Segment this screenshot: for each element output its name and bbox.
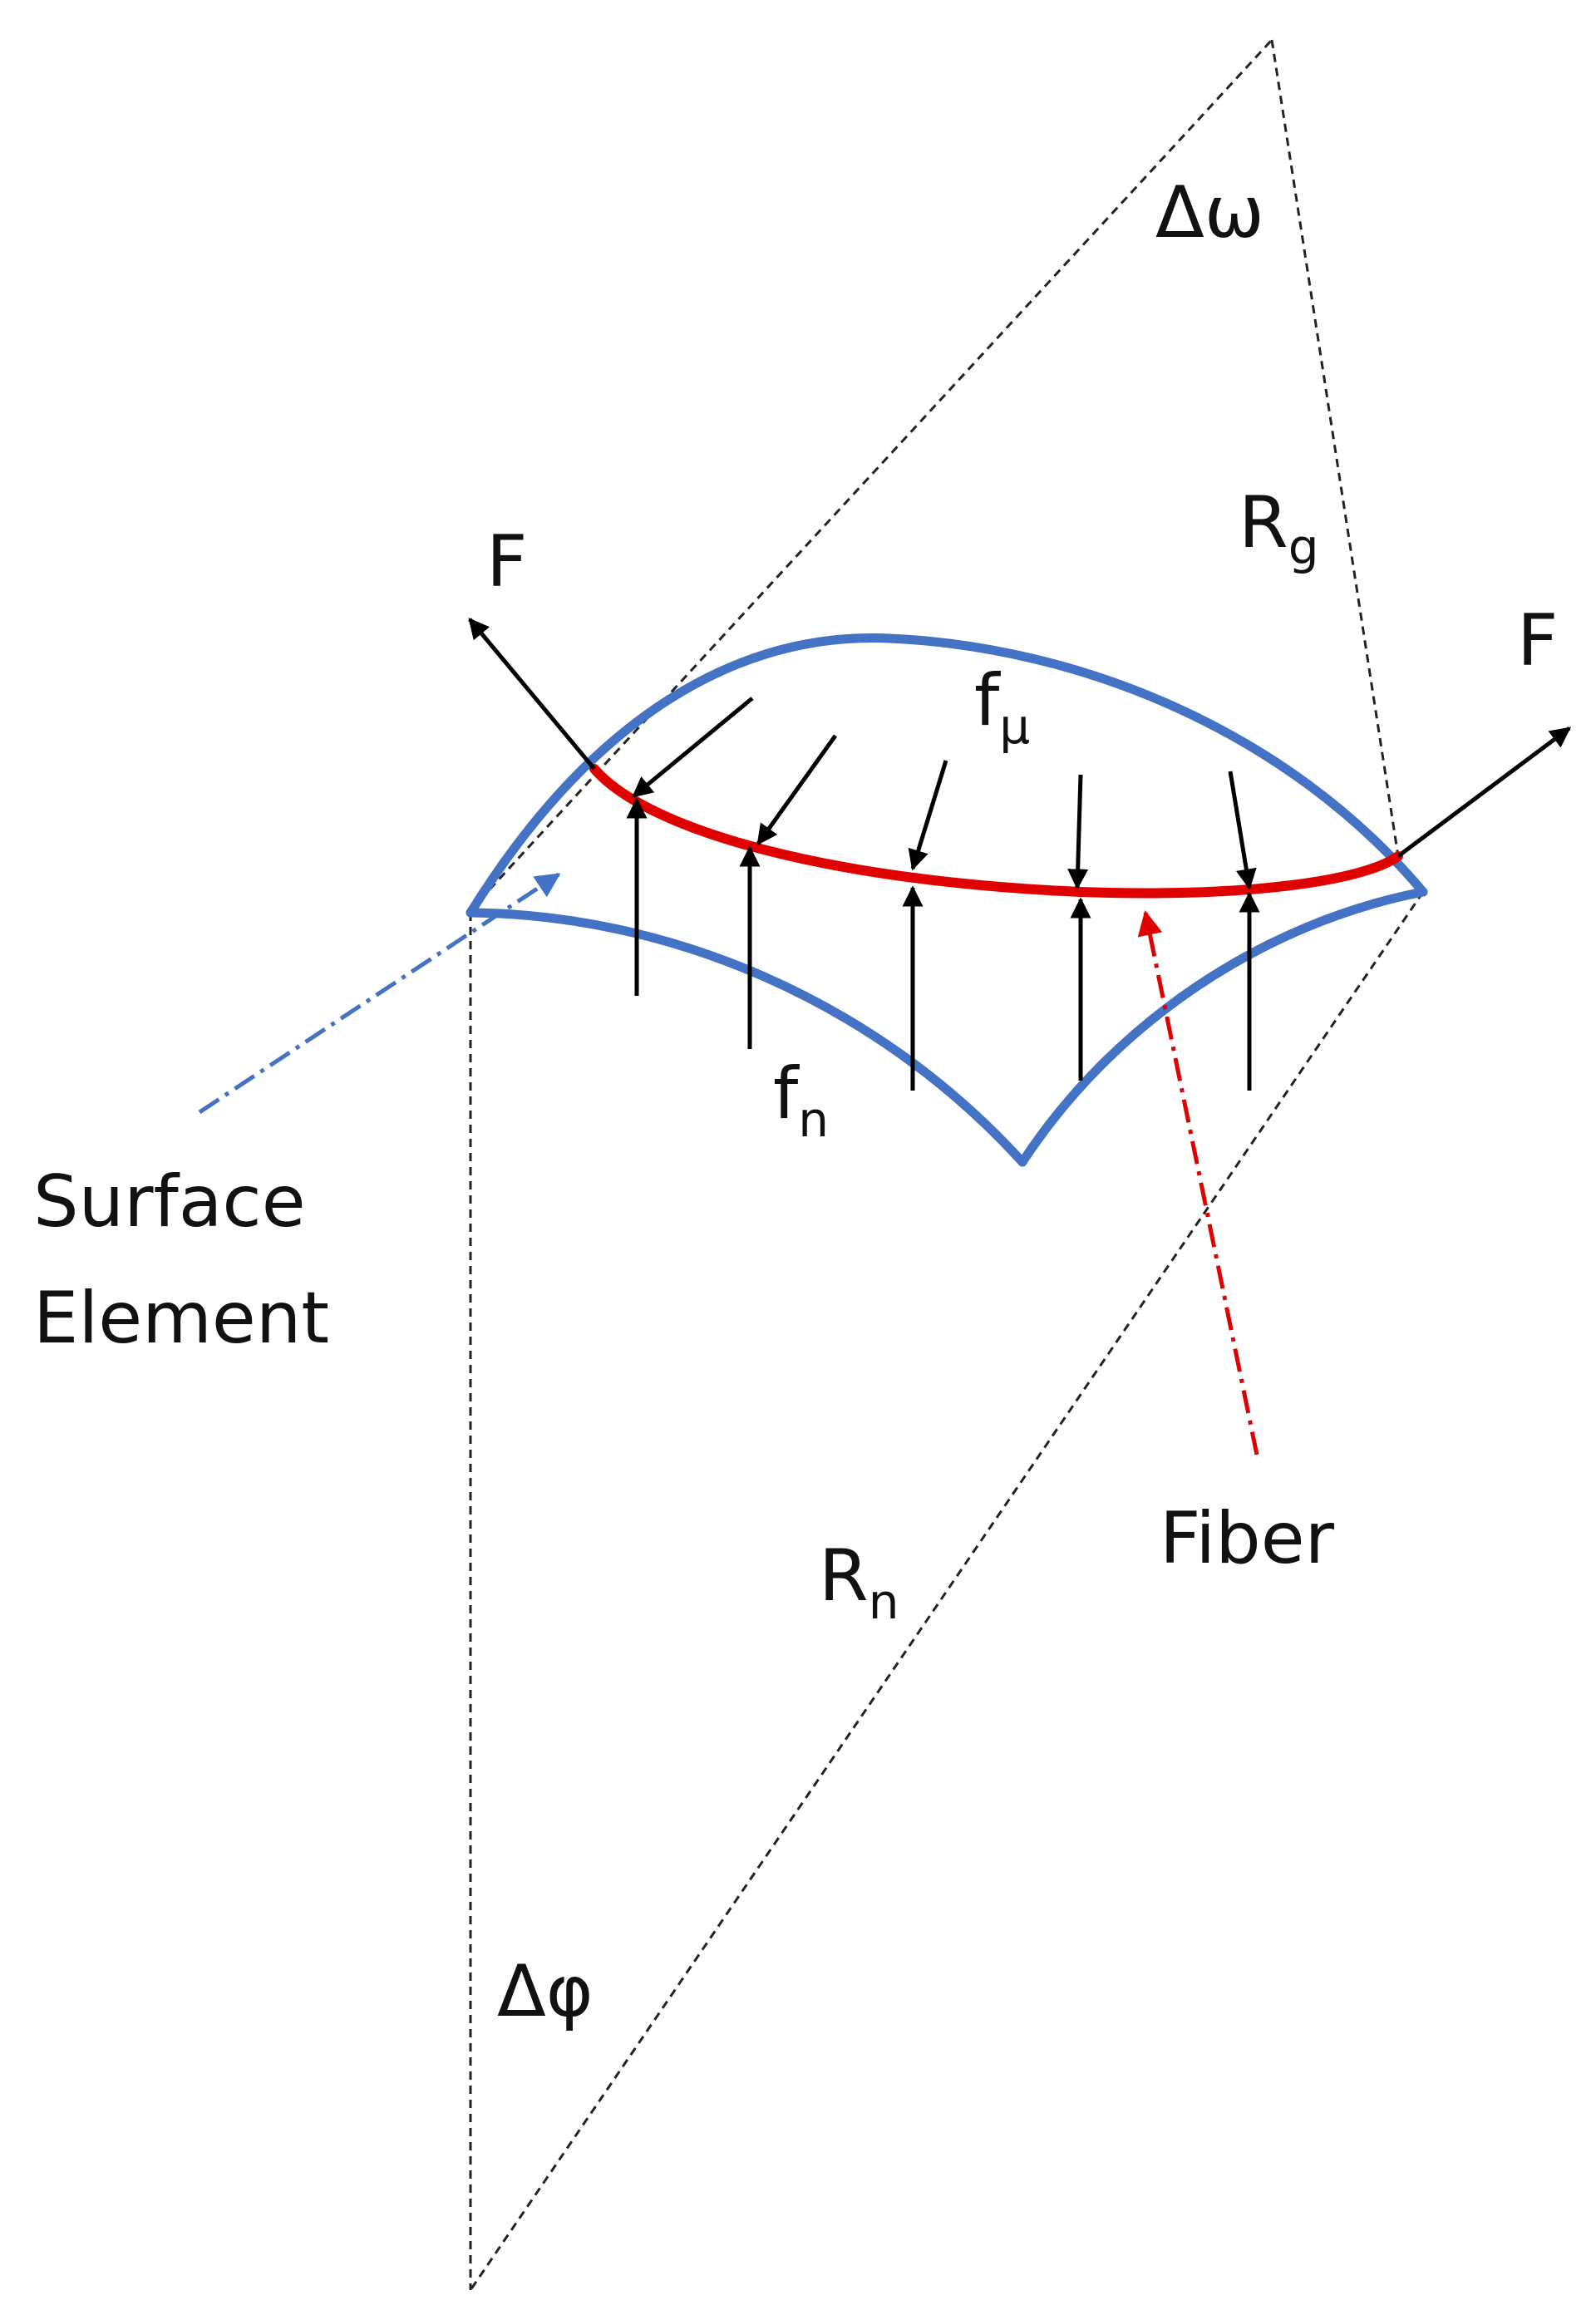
rn-label-subscript: n (869, 1574, 899, 1630)
friction-f-mu-label: fμ (974, 659, 1030, 755)
tension-f-right-label: F (1517, 599, 1558, 682)
dashed-rg-radius (1270, 39, 1400, 857)
rn-label: Rn (819, 1534, 899, 1630)
rg-label-subscript: g (1288, 519, 1319, 575)
fiber-curve (589, 764, 1403, 899)
normal-force-arrows (626, 797, 1260, 1091)
friction-arrow-2 (756, 734, 838, 846)
f-mu-subscript: μ (999, 698, 1030, 755)
delta-phi-label: Δφ (497, 1950, 594, 2033)
tension-arrow-left (468, 618, 596, 771)
tension-arrows (468, 618, 1572, 859)
surface-element-pointer-arrow (198, 872, 561, 1115)
fiber-label: Fiber (1160, 1497, 1335, 1580)
friction-arrow-3 (908, 760, 948, 871)
delta-omega-label: Δω (1155, 171, 1264, 254)
rn-label-main: R (819, 1534, 869, 1618)
surface-right-lower-arc (1017, 887, 1428, 1167)
tension-arrow-right (1396, 726, 1572, 859)
surface-left-lower-arc (466, 908, 1027, 1167)
surface-element-shape (466, 633, 1428, 1167)
normal-f-n-label: fn (773, 1052, 829, 1148)
construction-lines (469, 38, 1425, 2291)
surface-element-line2: Element (33, 1277, 329, 1360)
f-n-main: f (773, 1052, 800, 1135)
friction-arrow-1 (632, 697, 754, 798)
fiber-pointer-arrow (1137, 910, 1259, 1455)
tension-f-left-label: F (486, 520, 527, 603)
friction-arrow-4 (1067, 774, 1089, 890)
friction-arrow-5 (1228, 771, 1257, 890)
dashed-top-left-edge (469, 38, 1273, 912)
rg-label-main: R (1239, 481, 1288, 564)
surface-top-arc (466, 633, 1428, 918)
friction-arrows (632, 697, 1257, 890)
dashed-rn-radius (469, 891, 1425, 2291)
f-mu-main: f (974, 659, 1001, 742)
surface-element-line1: Surface (33, 1160, 306, 1244)
f-n-subscript: n (798, 1091, 829, 1148)
rg-label: Rg (1239, 481, 1319, 575)
